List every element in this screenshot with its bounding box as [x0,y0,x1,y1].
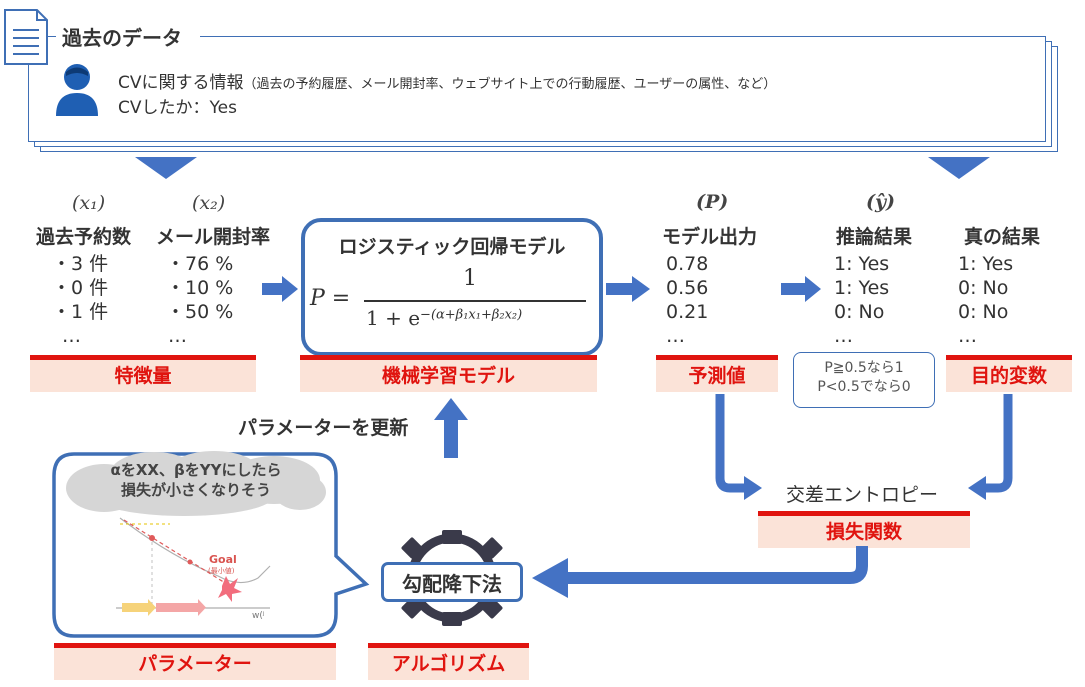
truth-values: 1: Yes 0: No 0: No … [958,252,1013,348]
formula-fraction-bar [364,300,586,302]
down-arrow-right [928,157,990,179]
p-symbol: (P) [696,191,729,213]
x2-symbol: (x₂) [192,192,226,214]
tag-parameters: パラメーター [54,643,336,680]
data-line1: CVに関する情報（過去の予約履歴、メール開封率、ウェブサイト上での行動履歴、ユー… [118,68,776,93]
tag-prediction: 予測値 [656,355,778,392]
tag-target: 目的変数 [946,355,1072,392]
list-item: … [666,325,685,347]
yhat-symbol: (ŷ) [866,191,896,213]
list-item: … [958,325,977,347]
data-line2: CVしたか：Yes [118,98,237,118]
goal-sublabel: (最小値) [208,567,235,575]
list-item: 0: No [958,301,1009,323]
inference-values: 1: Yes 1: Yes 0: No … [834,252,889,348]
goal-label: Goal [209,553,237,566]
list-item: … [62,325,81,347]
cloud-line2: 損失が小さくなりそう [120,481,271,499]
list-item: 0.21 [666,301,709,323]
thought-cloud [66,451,326,516]
prediction-values: 0.78 0.56 0.21 … [666,252,708,348]
arrow-right-icon [262,276,298,302]
list-item: 0: No [834,301,885,323]
user-icon [56,64,98,116]
list-item: 0: No [958,277,1009,299]
list-item: ・3 件 [52,253,109,275]
data-line1-detail: （過去の予約履歴、メール開封率、ウェブサイト上での行動履歴、ユーザーの属性、など… [243,77,777,92]
feature-values-reservations: ・3 件 ・0 件 ・1 件 … [52,252,108,348]
model-formula: P = 1 1 + e−(α+β₁x₁+β₂x₂) [310,262,594,338]
list-item: ・10 % [166,277,234,299]
algorithm-name: 勾配降下法 [402,572,502,596]
arrow-right-icon [781,276,821,302]
list-item: ・0 件 [52,277,109,299]
list-item: ・50 % [166,301,234,323]
formula-denominator-base: 1 + e [366,306,421,330]
model-title: ロジスティック回帰モデル [338,236,566,258]
down-arrow-left [135,157,197,179]
formula-lhs: P = [310,286,351,311]
list-item: 1: Yes [834,277,890,299]
list-item: … [834,325,853,347]
prediction-header: モデル出力 [662,226,758,248]
rule-line2: P<0.5でなら0 [817,379,911,395]
list-item: 1: Yes [834,253,890,275]
elbow-arrow-target-to-loss [968,394,1013,500]
list-item: 1: Yes [958,253,1014,275]
data-title-bg [56,22,200,50]
update-label: パラメーターを更新 [238,417,409,439]
feature-header-openrate: メール開封率 [156,226,271,248]
tag-algorithm: アルゴリズム [368,643,529,680]
rule-line1: P≧0.5なら1 [824,360,904,376]
document-icon [4,9,48,65]
inference-header: 推論結果 [836,226,913,248]
tag-loss: 損失関数 [758,511,970,548]
list-item: ・1 件 [52,301,109,323]
data-title: 過去のデータ [62,26,182,50]
formula-denominator: 1 + e−(α+β₁x₁+β₂x₂) [366,306,522,330]
arrow-up-icon [434,398,468,458]
arrow-right-icon [606,276,650,302]
tag-features: 特徴量 [30,355,256,392]
list-item: 0.56 [666,277,709,299]
loss-name: 交差エントロピー [786,484,939,506]
loss-curve-sketch [116,517,271,616]
formula-exponent: −(α+β₁x₁+β₂x₂) [420,307,523,323]
elbow-arrow-loss-to-algorithm [532,546,868,598]
cloud-text: αをXX、βをYYにしたら 損失が小さくなりそう [64,460,328,500]
feature-header-reservations: 過去予約数 [36,226,132,248]
elbow-arrow-prediction-to-loss [715,394,762,500]
list-item: 0.78 [666,253,709,275]
x1-symbol: (x₁) [72,192,106,214]
truth-header: 真の結果 [964,226,1041,248]
threshold-rule: P≧0.5なら1 P<0.5でなら0 [793,352,935,408]
data-card [28,36,1046,142]
model-box [301,218,603,356]
tag-ml-model: 機械学習モデル [300,355,597,392]
algorithm-label-box [381,562,523,602]
list-item: ・76 % [166,253,234,275]
formula-numerator: 1 [463,266,477,291]
list-item: … [168,325,187,347]
cloud-line1: αをXX、βをYYにしたら [110,461,282,479]
feature-values-openrate: ・76 % ・10 % ・50 % … [166,252,233,348]
data-line1-main: CVに関する情報 [118,73,244,93]
axis-label: w(ʲ [252,611,265,621]
